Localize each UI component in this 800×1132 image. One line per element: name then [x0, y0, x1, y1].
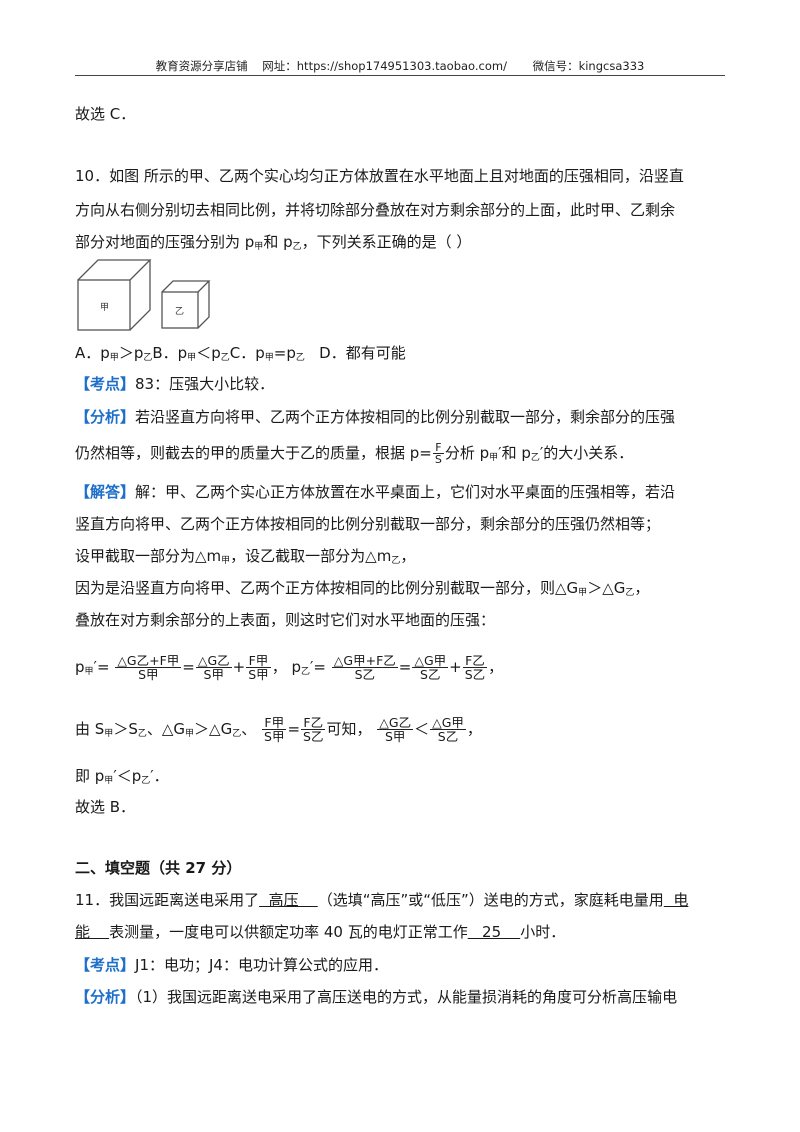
q10-line-3: 部分对地面的压强分别为 p甲和 p乙，下列关系正确的是（ ）: [75, 233, 472, 252]
q10-jieda-3: 设甲截取一部分为△m甲，设乙截取一部分为△m乙，: [75, 547, 416, 566]
section-2-title: 二、填空题（共 27 分）: [75, 859, 242, 877]
q11-fenxi: 【分析】（1）我国远距离送电采用了高压送电的方式，从能量损消耗的角度可分析高压输…: [75, 988, 678, 1006]
q10-fenxi-1: 【分析】若沿竖直方向将甲、乙两个正方体按相同的比例分别截取一部分，剩余部分的压强: [75, 408, 676, 426]
cubes-figure: 甲 乙: [77, 259, 211, 331]
header-url[interactable]: https://shop174951303.taobao.com/: [296, 59, 507, 73]
cube-yi: [161, 280, 211, 329]
header-wechat: kingcsa333: [578, 59, 645, 73]
cube-jia-label: 甲: [100, 302, 109, 313]
q10-line-1: 10．如图 所示的甲、乙两个实心均匀正方体放置在水平地面上且对地面的压强相同，沿…: [75, 167, 684, 185]
q10-kaodian: 【考点】83：压强大小比较．: [75, 375, 275, 393]
q10-options: A．p甲＞p乙B．p甲＜p乙C．p甲=p乙 D．都有可能: [75, 343, 406, 368]
q11-line-2: 能 表测量，一度电可以供额定功率 40 瓦的电灯正常工作 25 小时．: [75, 923, 566, 941]
header-shop: 教育资源分享店铺: [155, 59, 248, 73]
q10-jieda-4: 因为是沿竖直方向将甲、乙两个正方体按相同的比例分别截取一部分，则△G甲＞△G乙，: [75, 579, 650, 598]
option-c[interactable]: C．p甲=p乙: [229, 344, 305, 363]
q11-kaodian: 【考点】J1：电功；J4：电功计算公式的应用．: [75, 956, 388, 974]
q10-answer: 故选 B．: [75, 798, 136, 816]
prev-answer: 故选 C．: [75, 105, 136, 123]
header-wechat-label: 微信号：: [532, 59, 579, 73]
q11-blank-2a[interactable]: 电: [663, 891, 689, 909]
option-d[interactable]: D．都有可能: [319, 344, 406, 362]
q10-jieda-5: 叠放在对方剩余部分的上表面，则这时它们对水平地面的压强：: [75, 611, 496, 629]
q10-jieda-1: 【解答】解：甲、乙两个实心正方体放置在水平桌面上，它们对水平桌面的压强相等，若沿: [75, 483, 676, 501]
option-b[interactable]: B．p甲＜p乙: [152, 344, 230, 363]
cube-jia: [77, 259, 152, 331]
q10-line-2: 方向从右侧分别切去相同比例，并将切除部分叠放在对方剩余部分的上面，此时甲、乙剩余: [75, 201, 676, 219]
option-a[interactable]: A．p甲＞p乙: [75, 344, 153, 363]
jieda-tag: 【解答】: [75, 483, 136, 501]
header-url-label: 网址：: [262, 59, 297, 73]
q10-jieda-2: 竖直方向将甲、乙两个正方体按相同的比例分别截取一部分，剩余部分的压强仍然相等；: [75, 515, 661, 533]
q10-conclusion: 即 p甲′＜p乙′．: [75, 767, 169, 786]
q11-blank-3[interactable]: 25: [467, 923, 521, 941]
kaodian-tag: 【考点】: [75, 375, 136, 393]
q11-blank-1[interactable]: 高压: [259, 891, 318, 909]
fenxi-tag: 【分析】: [75, 408, 136, 426]
q11-blank-2b[interactable]: 能: [75, 923, 110, 941]
page-header: 教育资源分享店铺 网址：https://shop174951303.taobao…: [75, 58, 725, 74]
q11-line-1: 11．我国远距离送电采用了 高压 （选填“高压”或“低压”）送电的方式，家庭耗电…: [75, 891, 689, 909]
header-divider: [75, 75, 725, 76]
cube-yi-label: 乙: [175, 306, 184, 317]
